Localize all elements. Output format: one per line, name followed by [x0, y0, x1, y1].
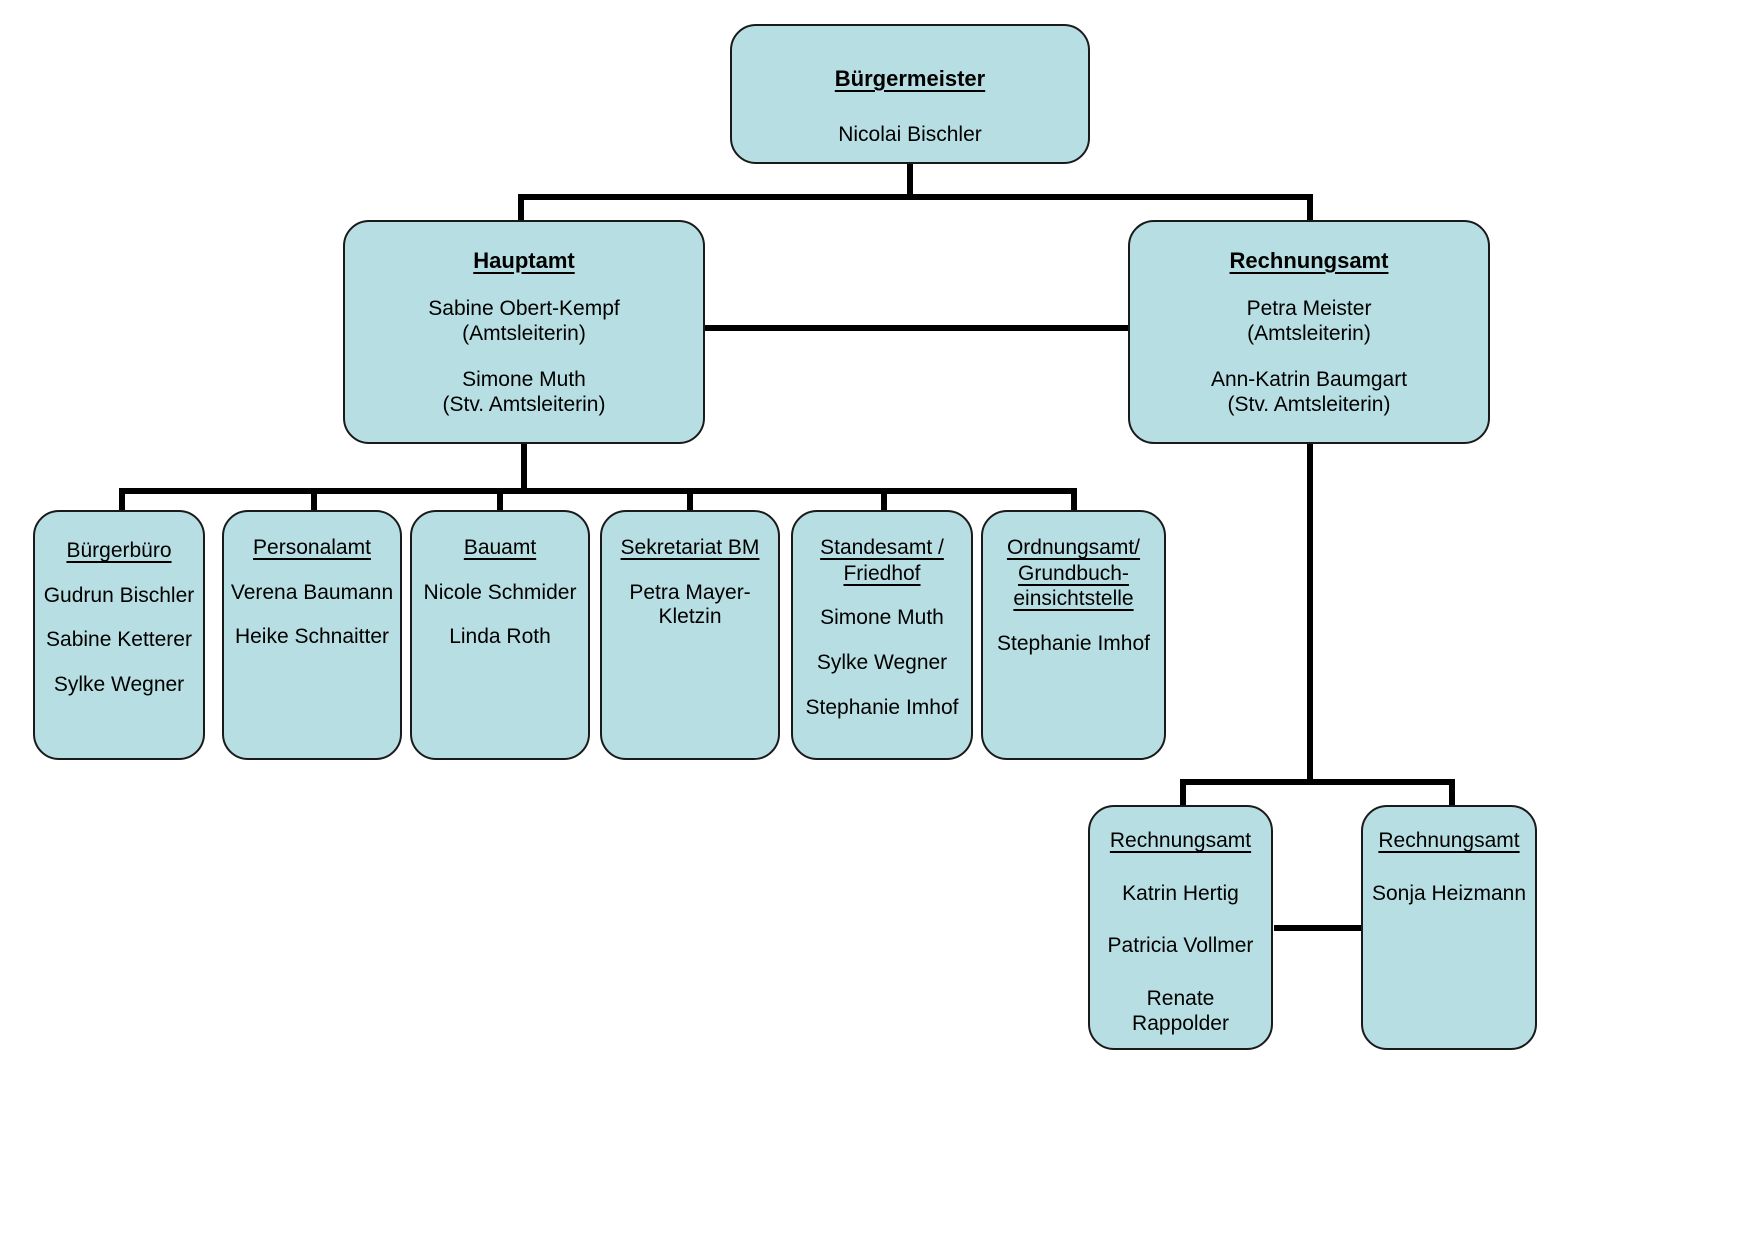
node-personalamt[interactable]: Personalamt Verena Baumann Heike Schnait… [222, 510, 402, 760]
node-bauamt[interactable]: Bauamt Nicole Schmider Linda Roth [410, 510, 590, 760]
connector-buergermeister-stem [907, 163, 913, 200]
connector-rechnungsamt-team-link [1274, 925, 1384, 931]
node-standesamt-friedhof[interactable]: Standesamt / Friedhof Simone Muth Sylke … [791, 510, 973, 760]
node-title: Personalamt [253, 536, 371, 559]
connector-drop-bauamt [497, 488, 503, 512]
connector-hauptamt-stem [521, 443, 527, 491]
node-person-1: Petra Mayer- Kletzin [629, 580, 751, 629]
node-person-1: Stephanie Imhof [997, 631, 1150, 655]
connector-drop-personalamt [311, 488, 317, 512]
connector-drop-rechnungsamt-team1 [1180, 779, 1186, 807]
connector-rechnungsamt-drop [1307, 194, 1313, 221]
node-person-3: Sylke Wegner [53, 673, 185, 697]
node-title: Bürgermeister [834, 66, 986, 91]
connector-drop-rechnungsamt-team2 [1449, 779, 1455, 807]
node-person-1: Katrin Hertig [1122, 881, 1239, 905]
node-person-2: Heike Schnaitter [234, 625, 390, 649]
node-person-1: Petra Meister (Amtsleiterin) [1246, 296, 1372, 345]
node-person-3: Stephanie Imhof [805, 695, 959, 719]
node-buergerbuero[interactable]: Bürgerbüro Gudrun Bischler Sabine Ketter… [33, 510, 205, 760]
connector-hauptamt-children-bus [119, 488, 1077, 494]
node-title: Rechnungsamt [1378, 829, 1520, 852]
node-person-1: Simone Muth [820, 606, 944, 630]
node-person-2: Sylke Wegner [816, 650, 948, 674]
node-person-3: Renate Rappolder [1132, 987, 1229, 1035]
node-person-1: Verena Baumann [230, 580, 394, 604]
node-rechnungsamt[interactable]: Rechnungsamt Petra Meister (Amtsleiterin… [1128, 220, 1490, 444]
node-title: Rechnungsamt [1229, 248, 1389, 273]
node-person-2: Ann-Katrin Baumgart (Stv. Amtsleiterin) [1210, 368, 1408, 417]
node-title: Bürgerbüro [66, 539, 172, 562]
node-title: Rechnungsamt [1109, 829, 1252, 852]
connector-level2-bus [518, 194, 1313, 200]
node-rechnungsamt-team-1[interactable]: Rechnungsamt Katrin Hertig Patricia Voll… [1088, 805, 1273, 1050]
node-title: Bauamt [463, 536, 537, 559]
node-ordnungsamt-grundbucheinsichtstelle[interactable]: Ordnungsamt/ Grundbuch- einsichtstelle S… [981, 510, 1166, 760]
node-person-1: Gudrun Bischler [43, 583, 195, 607]
connector-hauptamt-rechnungsamt-link [704, 325, 1129, 331]
node-person: Nicolai Bischler [838, 122, 982, 146]
node-person-2: Simone Muth (Stv. Amtsleiterin) [442, 368, 606, 417]
connector-drop-standesamt [881, 488, 887, 512]
node-title: Ordnungsamt/ Grundbuch- einsichtstelle [1006, 536, 1141, 611]
connector-drop-buergerbuero [119, 488, 125, 512]
node-rechnungsamt-team-2[interactable]: Rechnungsamt Sonja Heizmann [1361, 805, 1537, 1050]
node-title: Hauptamt [473, 248, 575, 273]
node-buergermeister[interactable]: Bürgermeister Nicolai Bischler [730, 24, 1090, 164]
node-title: Sekretariat BM [620, 536, 760, 559]
connector-drop-ordnungsamt [1071, 488, 1077, 512]
connector-hauptamt-drop [518, 194, 524, 221]
connector-rechnungsamt-children-bus [1180, 779, 1455, 785]
node-person-2: Linda Roth [449, 625, 551, 649]
node-person-2: Sabine Ketterer [46, 628, 192, 652]
node-title: Standesamt / Friedhof [820, 536, 944, 585]
connector-drop-sekretariat [687, 488, 693, 512]
node-person-1: Sonja Heizmann [1371, 881, 1527, 905]
node-hauptamt[interactable]: Hauptamt Sabine Obert-Kempf (Amtsleiteri… [343, 220, 705, 444]
node-person-2: Patricia Vollmer [1107, 934, 1254, 958]
node-person-1: Sabine Obert-Kempf (Amtsleiterin) [428, 296, 620, 345]
connector-rechnungsamt-stem [1307, 443, 1313, 783]
node-person-1: Nicole Schmider [423, 580, 577, 604]
node-sekretariat-bm[interactable]: Sekretariat BM Petra Mayer- Kletzin [600, 510, 780, 760]
